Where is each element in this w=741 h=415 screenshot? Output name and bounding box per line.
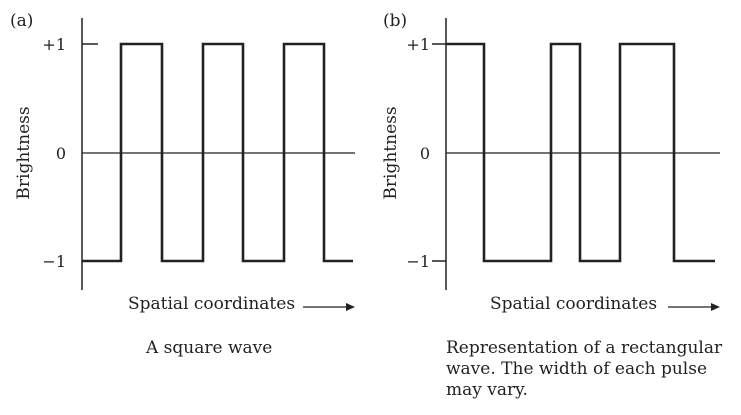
panel-b-ytick-zero: 0 (420, 144, 430, 163)
panel-b-caption-line-2: wave. The width of each pulse (446, 359, 707, 379)
panel-a: (a) +1 0 −1 Brightness Spatial coordinat… (10, 11, 355, 358)
panel-b-label: (b) (383, 11, 407, 31)
panel-b-ylabel: Brightness (381, 106, 401, 199)
panel-a-square-wave (82, 42, 353, 263)
panel-b-ytick-plus1: +1 (406, 35, 430, 54)
panel-a-ytick-minus1: −1 (42, 252, 66, 271)
panel-b-xlabel: Spatial coordinates (490, 294, 657, 314)
panel-b-x-arrow (668, 303, 720, 311)
panel-b-ytick-minus1: −1 (406, 252, 430, 271)
panel-b-caption-line-3: may vary. (446, 380, 528, 400)
panel-b: (b) +1 0 −1 Brightness Spatial coordinat… (381, 11, 723, 400)
panel-a-ytick-plus1: +1 (42, 35, 66, 54)
panel-a-ytick-zero: 0 (56, 144, 66, 163)
panel-a-x-arrow (303, 303, 355, 311)
panel-b-caption-line-1: Representation of a rectangular (446, 338, 723, 358)
panel-b-rectangular-wave (446, 42, 715, 263)
panel-a-caption: A square wave (145, 338, 272, 358)
panel-a-ylabel: Brightness (14, 106, 34, 199)
panel-a-xlabel: Spatial coordinates (128, 294, 295, 314)
panel-a-label: (a) (10, 11, 33, 31)
